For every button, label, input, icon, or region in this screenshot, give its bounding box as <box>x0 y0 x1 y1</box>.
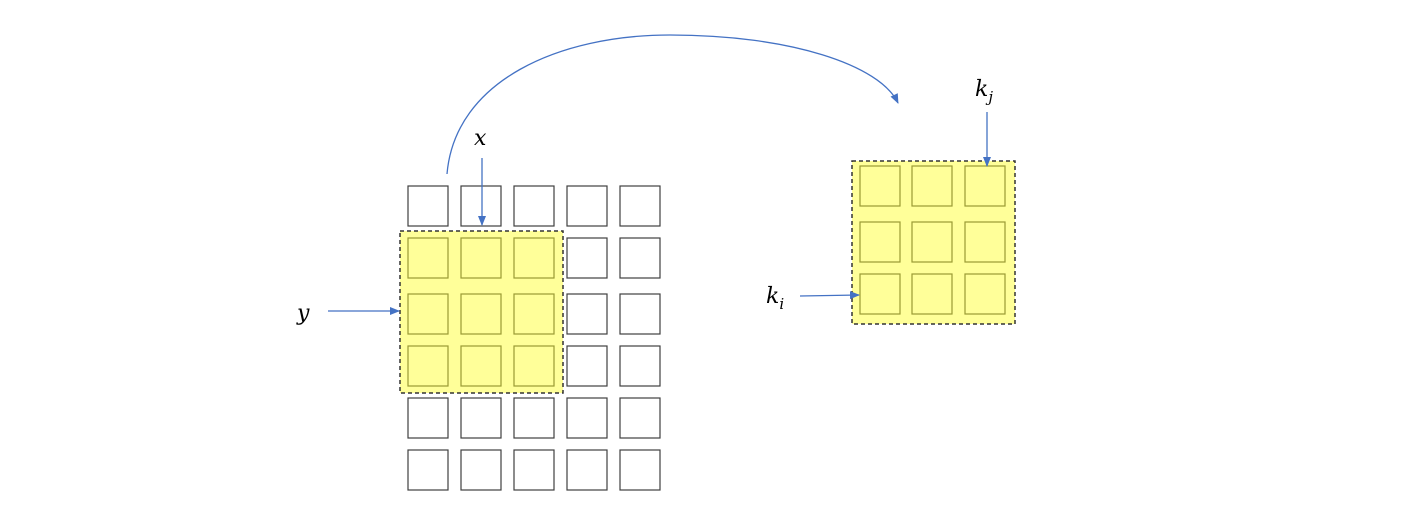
kernel-cell <box>859 165 901 207</box>
grid-cell <box>566 345 608 387</box>
kj-label-sub: j <box>985 88 993 106</box>
ki-label: ki <box>766 284 784 313</box>
grid-cell <box>407 185 449 227</box>
window-cell <box>407 293 449 335</box>
grid-cell <box>460 185 502 227</box>
ki-label-sub: i <box>779 295 784 313</box>
grid-cell <box>407 449 449 491</box>
kernel-cell <box>964 165 1006 207</box>
kernel-cell <box>859 221 901 263</box>
window-cell <box>513 345 555 387</box>
window-cell <box>407 345 449 387</box>
kernel-cell <box>911 165 953 207</box>
grid-cell <box>619 293 661 335</box>
grid-cell <box>619 345 661 387</box>
window-cell <box>460 345 502 387</box>
grid-cell <box>619 449 661 491</box>
kernel-cell <box>911 273 953 315</box>
window-cell <box>460 237 502 279</box>
input-grid <box>407 185 661 491</box>
grid-cell <box>460 449 502 491</box>
ki-label-base: k <box>766 284 779 309</box>
grid-cell <box>619 185 661 227</box>
grid-cell <box>566 397 608 439</box>
grid-cell <box>460 397 502 439</box>
kernel-cell <box>964 221 1006 263</box>
grid-cell <box>407 397 449 439</box>
kernel-grid <box>859 165 1006 315</box>
x-label: x <box>474 126 487 151</box>
y-label: y <box>296 301 310 326</box>
window-cell <box>513 293 555 335</box>
grid-cell <box>513 185 555 227</box>
window-cell <box>513 237 555 279</box>
kj-label-base: k <box>975 77 988 102</box>
grid-cell <box>619 237 661 279</box>
window-cell <box>407 237 449 279</box>
grid-cell <box>566 237 608 279</box>
mapping-arrow <box>446 34 899 175</box>
kernel-cell <box>859 273 901 315</box>
kj-label: kj <box>975 77 993 106</box>
kernel-cell <box>911 221 953 263</box>
kernel-cell <box>964 273 1006 315</box>
window-cell <box>460 293 502 335</box>
grid-cell <box>566 293 608 335</box>
grid-cell <box>619 397 661 439</box>
grid-cell <box>513 449 555 491</box>
grid-cell <box>566 185 608 227</box>
ki-arrow <box>799 291 860 300</box>
grid-cell <box>566 449 608 491</box>
grid-cell <box>513 397 555 439</box>
